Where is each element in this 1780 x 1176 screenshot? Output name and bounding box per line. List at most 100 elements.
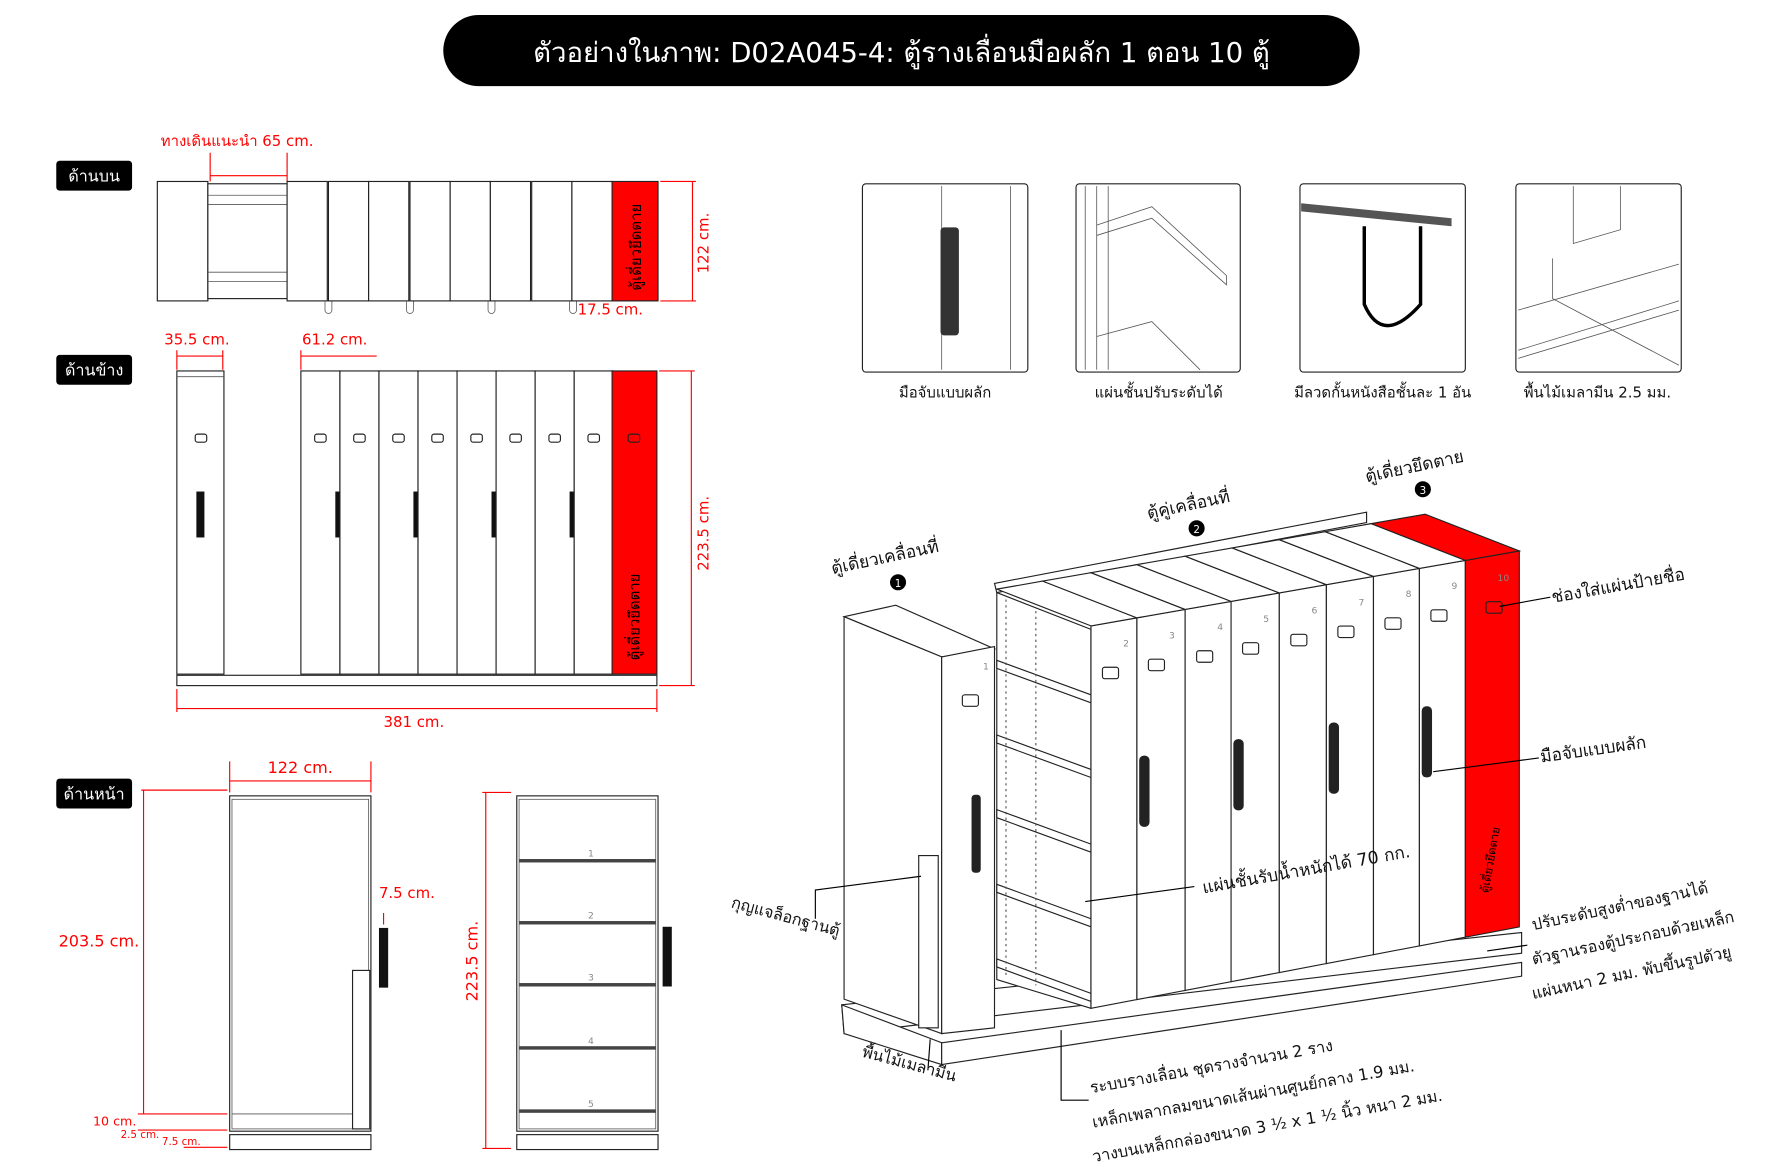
- view-label-side: ด้านข้าง: [65, 361, 123, 380]
- detail-caption: มือจับแบบผลัก: [899, 383, 991, 401]
- base-dim: 10 cm.: [93, 1113, 136, 1128]
- cabinet-number: 9: [1452, 581, 1458, 592]
- label-holder-icon: [353, 433, 366, 443]
- front-total-height-dim: 223.5 cm.: [463, 921, 482, 1002]
- caster-icon: [324, 300, 333, 314]
- side-cabinet: [495, 370, 536, 675]
- lock-callout: กุญแจล็อกฐานตู้: [729, 892, 842, 941]
- shelf-number: 2: [588, 911, 594, 922]
- shelf-line: [519, 859, 656, 863]
- side-cabinet: [417, 370, 458, 675]
- push-handle-icon: [971, 794, 981, 873]
- label-holder-icon: [1430, 609, 1448, 622]
- length-dim: 381 cm.: [384, 713, 445, 731]
- top-cabinet: [409, 180, 451, 302]
- side-height-dim: 223.5 cm.: [695, 496, 713, 571]
- detail-melamine-floor: พื้นไม้เมลามีน 2.5 มม.: [1515, 183, 1682, 401]
- front-view: ด้านหน้า 122 cm. 7.5 cm. 203.5 cm. 10 cm…: [56, 758, 672, 1151]
- cabinet-number: 8: [1406, 589, 1412, 600]
- detail-caption: แผ่นชั้นปรับระดับได้: [1095, 381, 1223, 401]
- single-width-dim: 35.5 cm.: [164, 331, 229, 349]
- push-handle-icon: [1328, 722, 1340, 794]
- label-holder-icon: [431, 433, 444, 443]
- detail-caption: พื้นไม้เมลามีน 2.5 มม.: [1524, 381, 1671, 401]
- body-height-dim: 203.5 cm.: [59, 931, 140, 950]
- label-holder-icon: [1196, 650, 1214, 663]
- offset-dim: 17.5 cm.: [578, 301, 643, 319]
- shelf-number: 3: [588, 973, 594, 984]
- shelf-number: 1: [588, 849, 594, 860]
- cabinet-number: 7: [1359, 597, 1365, 608]
- handle-dim: 7.5 cm.: [379, 884, 435, 902]
- side-cabinet: [534, 370, 575, 675]
- side-cabinet: [378, 370, 419, 675]
- fixed-label-side: ตู้เดี่ยวยึดตาย: [624, 574, 644, 661]
- double-width-dim: 61.2 cm.: [302, 331, 367, 349]
- detail-adjustable-shelf: แผ่นชั้นปรับระดับได้: [1075, 183, 1241, 401]
- group1-label: ตู้เดี่ยวเคลื่อนที่: [829, 534, 941, 579]
- top-cabinet: [327, 180, 370, 302]
- push-handle-icon: [1139, 755, 1150, 827]
- badge-3: 3: [1420, 485, 1427, 497]
- page-title: ตัวอย่างในภาพ: D02A045-4: ตู้รางเลื่อนมื…: [533, 34, 1270, 70]
- label-holder-icon: [1485, 601, 1503, 614]
- top-cabinet: [489, 180, 532, 302]
- top-cabinet: [368, 180, 410, 302]
- shelf-number: 5: [588, 1099, 594, 1110]
- side-cabinet: [573, 370, 614, 675]
- label-holder-icon: [587, 433, 601, 443]
- detail-panels: มือจับแบบผลัก แผ่นชั้นปรับระดับได้ มีลวด…: [861, 183, 1682, 401]
- label-holder-icon: [1241, 642, 1260, 655]
- label-holder-icon: [1101, 666, 1120, 680]
- cabinet-number: 6: [1311, 606, 1317, 617]
- group2-label: ตู้คู่เคลื่อนที่: [1145, 484, 1232, 524]
- title-banner: ตัวอย่างในภาพ: D02A045-4: ตู้รางเลื่อนมื…: [443, 14, 1360, 87]
- badge-2: 2: [1193, 524, 1200, 536]
- caster-icon: [406, 300, 414, 314]
- label-holder-icon: [392, 433, 405, 443]
- push-handle-icon: [940, 227, 959, 336]
- handle-callout: มือจับแบบผลัก: [1539, 733, 1647, 768]
- label-holder-icon: [314, 433, 327, 443]
- cabinet-number: 5: [1263, 614, 1269, 625]
- label-holder-icon: [1384, 617, 1402, 630]
- top-cabinet: [571, 180, 613, 302]
- walkway-dim: ทางเดินแนะนำ 65 cm.: [161, 132, 314, 150]
- top-view: ด้านบน ทางเดินแนะนำ 65 cm. ตู้เดี่ยวยึดต…: [56, 132, 713, 319]
- shelf-line: [519, 983, 656, 987]
- cabinet-number: 2: [1123, 639, 1129, 650]
- gap-dim: 2.5 cm.: [121, 1129, 160, 1141]
- shelf-line: [519, 1109, 656, 1113]
- shelf-line: [519, 1046, 656, 1050]
- label-holder-icon: [470, 433, 483, 443]
- fixed-label-top: ตู้เดี่ยวยึดตาย: [625, 204, 645, 291]
- badge-1: 1: [895, 578, 902, 590]
- label-holder-icon: [1337, 625, 1355, 639]
- label-holder-icon: [961, 694, 979, 707]
- label-holder-icon: [1147, 658, 1166, 672]
- foot-dim: 7.5 cm.: [162, 1136, 201, 1148]
- label-holder-icon: [548, 433, 561, 443]
- side-cabinet: [456, 370, 497, 675]
- side-cabinet: [300, 370, 341, 675]
- caster-icon: [487, 300, 496, 314]
- label-holder-icon: [1290, 633, 1308, 647]
- cabinet-number: 3: [1169, 631, 1175, 642]
- caster-icon: [569, 300, 577, 314]
- cabinet-number: 1: [983, 662, 989, 673]
- shelf-line: [519, 921, 656, 925]
- top-cabinet: [531, 180, 573, 302]
- push-handle-icon: [1233, 739, 1244, 811]
- cabinet-number: 10: [1497, 573, 1509, 584]
- push-handle-icon: [1421, 706, 1433, 778]
- detail-push-handle: มือจับแบบผลัก: [861, 183, 1029, 401]
- detail-caption: มีลวดกั้นหนังสือชั้นละ 1 อัน: [1294, 381, 1471, 401]
- top-cabinet: [449, 180, 491, 302]
- shelf-number: 4: [588, 1036, 594, 1047]
- label-holder-icon: [509, 433, 522, 443]
- side-view: ด้านข้าง 35.5 cm. 61.2 cm. ตู้เดี่ยวยึดต…: [56, 331, 713, 731]
- cabinet-number: 4: [1217, 622, 1223, 633]
- detail-book-divider: มีลวดกั้นหนังสือชั้นละ 1 อัน: [1294, 183, 1471, 401]
